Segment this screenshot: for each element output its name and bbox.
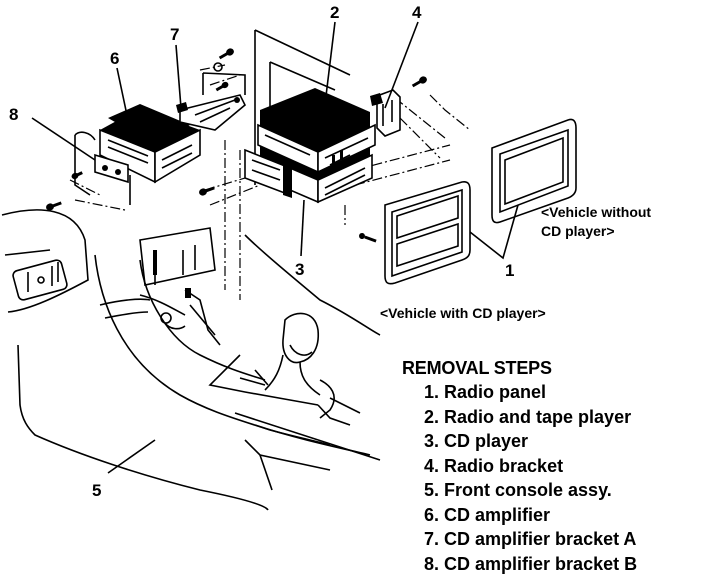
screw (411, 75, 428, 89)
callout-6: 6 (110, 49, 119, 68)
front-console-assy (2, 210, 380, 510)
callout-4: 4 (412, 3, 422, 22)
variant-label-with-cd: <Vehicle with CD player> (380, 305, 546, 321)
step-number: 5. (424, 480, 439, 500)
removal-steps-list: 1. Radio panel 2. Radio and tape player … (402, 380, 637, 576)
callout-1: 1 (505, 261, 514, 280)
step-number: 6. (424, 505, 439, 525)
step-text: Radio bracket (444, 456, 563, 476)
radio-and-tape-player (245, 88, 375, 202)
step-text: CD amplifier (444, 505, 550, 525)
step-text: Front console assy. (444, 480, 612, 500)
step-item: 5. Front console assy. (424, 478, 637, 503)
step-item: 2. Radio and tape player (424, 405, 637, 430)
step-text: CD player (444, 431, 528, 451)
step-item: 4. Radio bracket (424, 454, 637, 479)
step-item: 3. CD player (424, 429, 637, 454)
variant-label-without-cd-1: <Vehicle without (541, 204, 651, 220)
step-item: 7. CD amplifier bracket A (424, 527, 637, 552)
step-number: 7. (424, 529, 439, 549)
step-item: 1. Radio panel (424, 380, 637, 405)
screw (45, 200, 62, 212)
callout-5: 5 (92, 481, 101, 500)
step-number: 8. (424, 554, 439, 574)
step-text: CD amplifier bracket A (444, 529, 636, 549)
step-number: 1. (424, 382, 439, 402)
step-text: Radio and tape player (444, 407, 631, 427)
screw (218, 47, 235, 61)
step-number: 3. (424, 431, 439, 451)
callout-7: 7 (170, 25, 179, 44)
cd-amplifier-bracket-a (176, 73, 245, 130)
callout-8: 8 (9, 105, 18, 124)
variant-label-without-cd-2: CD player> (541, 223, 615, 239)
step-number: 2. (424, 407, 439, 427)
screw (358, 232, 377, 244)
step-item: 8. CD amplifier bracket B (424, 552, 637, 576)
screw (71, 170, 84, 180)
callout-3: 3 (295, 260, 304, 279)
removal-steps-title: REMOVAL STEPS (402, 356, 637, 380)
callout-2: 2 (330, 3, 339, 22)
step-text: Radio panel (444, 382, 546, 402)
step-item: 6. CD amplifier (424, 503, 637, 528)
radio-panel-with-cd (385, 182, 470, 284)
removal-steps: REMOVAL STEPS 1. Radio panel 2. Radio an… (402, 356, 637, 576)
screw (198, 185, 215, 197)
step-text: CD amplifier bracket B (444, 554, 637, 574)
step-number: 4. (424, 456, 439, 476)
